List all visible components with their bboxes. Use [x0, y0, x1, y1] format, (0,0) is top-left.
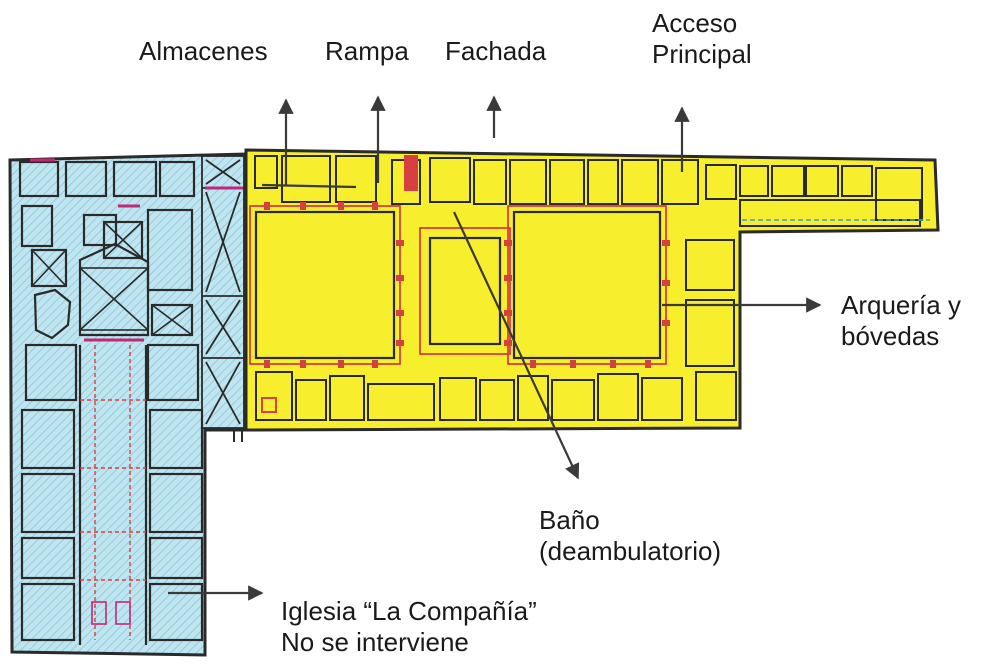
label-arqueria: Arquería y bóvedas — [841, 290, 961, 351]
bano-arrow — [453, 211, 580, 480]
label-bano: Baño (deambulatorio) — [539, 505, 722, 566]
almacenes-leader — [261, 183, 357, 189]
label-fachada: Fachada — [445, 36, 547, 66]
label-acceso-principal: Acceso Principal — [652, 8, 752, 69]
cloister-area — [233, 148, 940, 442]
label-almacenes: Almacenes — [139, 36, 268, 66]
label-iglesia: Iglesia “La Compañía” No se interviene — [281, 596, 537, 657]
label-rampa: Rampa — [325, 36, 409, 66]
church-area — [8, 152, 248, 657]
